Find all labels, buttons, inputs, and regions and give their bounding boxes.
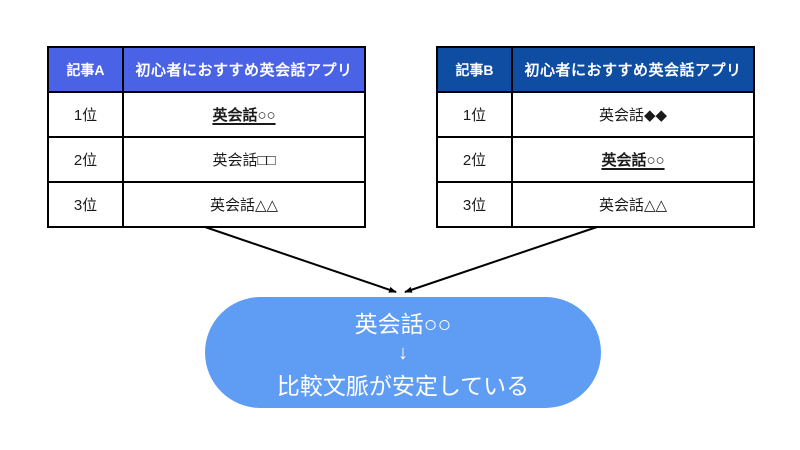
table-row: 1位 英会話◆◆ — [436, 91, 755, 138]
conclusion-line-1: 英会話○○ — [354, 310, 452, 337]
table-b-app-3: 英会話△△ — [511, 181, 755, 228]
table-b-title: 初心者におすすめ英会話アプリ — [511, 46, 755, 93]
table-b-rank-2: 2位 — [436, 136, 513, 183]
ranking-table-a: 記事A 初心者におすすめ英会話アプリ 1位 英会話○○ 2位 英会話□□ 3位 … — [47, 46, 366, 228]
conclusion-pill: 英会話○○ ↓ 比較文脈が安定している — [205, 297, 601, 408]
table-b-header-row: 記事B 初心者におすすめ英会話アプリ — [436, 46, 755, 93]
down-arrow-glyph: ↓ — [398, 341, 408, 364]
table-a-rank-3: 3位 — [47, 181, 124, 228]
table-row: 1位 英会話○○ — [47, 91, 366, 138]
table-a-rank-1: 1位 — [47, 91, 124, 138]
table-b-app-1: 英会話◆◆ — [511, 91, 755, 138]
table-b-rank-1: 1位 — [436, 91, 513, 138]
table-b-rank-3: 3位 — [436, 181, 513, 228]
table-a-app-1: 英会話○○ — [122, 91, 366, 138]
table-a-header-row: 記事A 初心者におすすめ英会話アプリ — [47, 46, 366, 93]
table-row: 2位 英会話○○ — [436, 136, 755, 183]
arrow-from-table-a — [204, 226, 397, 293]
arrow-from-table-b — [404, 226, 598, 293]
table-b-source-label: 記事B — [436, 46, 513, 93]
ranking-table-b: 記事B 初心者におすすめ英会話アプリ 1位 英会話◆◆ 2位 英会話○○ 3位 … — [436, 46, 755, 228]
table-a-app-3: 英会話△△ — [122, 181, 366, 228]
table-b-app-2: 英会話○○ — [511, 136, 755, 183]
table-row: 2位 英会話□□ — [47, 136, 366, 183]
table-a-title: 初心者におすすめ英会話アプリ — [122, 46, 366, 93]
table-a-source-label: 記事A — [47, 46, 124, 93]
table-a-rank-2: 2位 — [47, 136, 124, 183]
conclusion-line-2: 比較文脈が安定している — [276, 372, 530, 399]
table-row: 3位 英会話△△ — [47, 181, 366, 228]
table-a-app-2: 英会話□□ — [122, 136, 366, 183]
table-row: 3位 英会話△△ — [436, 181, 755, 228]
